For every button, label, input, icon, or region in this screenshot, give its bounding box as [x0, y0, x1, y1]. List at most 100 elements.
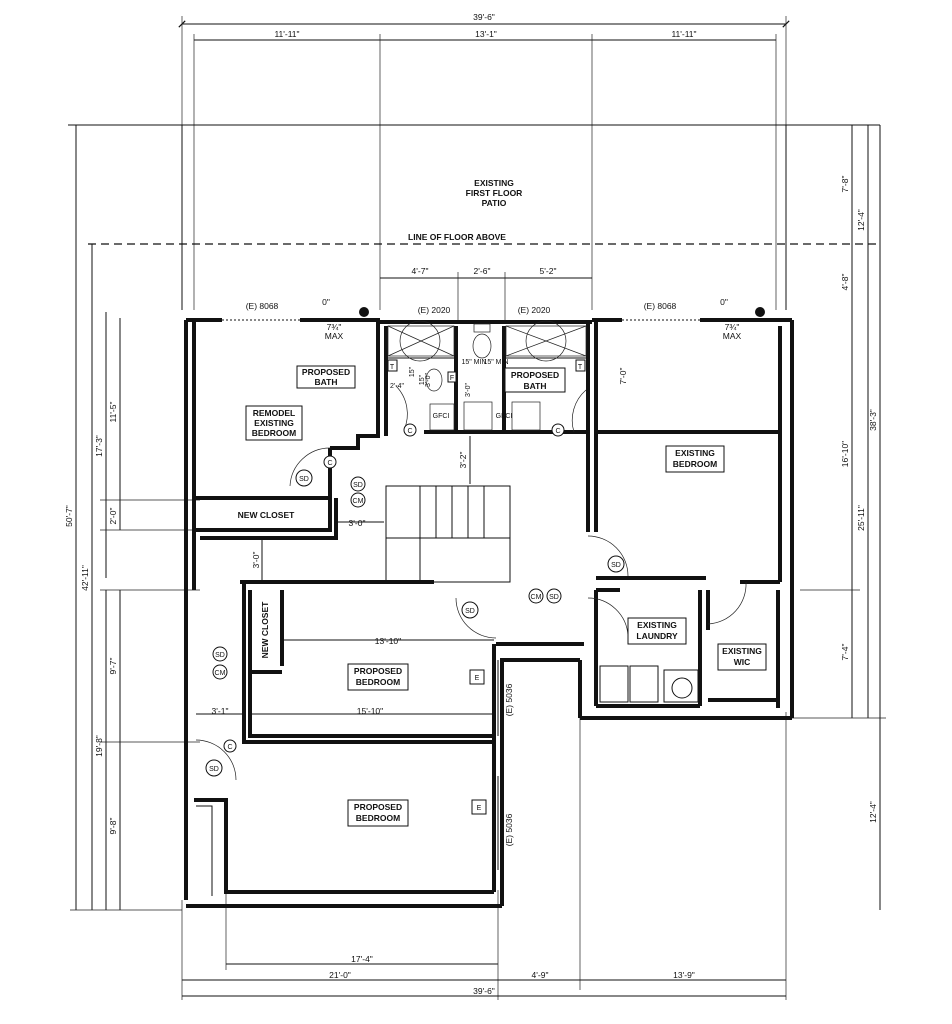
window-bed2-label: (E) 5036: [504, 813, 514, 846]
dim-right-overall: 38'-3": [868, 409, 878, 431]
dim-left-second: 42'-11": [80, 565, 90, 591]
c-symbol: C: [327, 460, 332, 467]
dim-bed2-full: 15'-10": [357, 706, 383, 716]
e-symbol: E: [477, 805, 482, 812]
dim-left-closet: 2'-0": [108, 508, 118, 525]
window-left-label: (E) 2020: [418, 305, 451, 315]
dim-left-bedroom: 11'-5": [108, 401, 118, 422]
sill-left: 0": [322, 297, 330, 307]
proposed-bath-left-2: BATH: [315, 377, 338, 387]
dim-hall-vert: 3'-0": [251, 552, 261, 569]
door-right-label: (E) 8068: [644, 301, 677, 311]
symbols: [205, 359, 625, 815]
dim-right-outer-top: 12'-4": [856, 209, 866, 231]
dim-bath-mid: 2'-6": [474, 266, 491, 276]
max-left-a: 7¾": [327, 322, 342, 332]
min-b: 15" MIN: [483, 359, 508, 366]
door-swings: [195, 307, 765, 870]
dim-left-bed3: 9'-8": [108, 818, 118, 835]
remodel-bedroom-1: REMODEL: [253, 408, 296, 418]
sd-symbol: SD: [611, 562, 621, 569]
min-a: 15" MIN: [461, 359, 486, 366]
e-symbol: E: [475, 675, 480, 682]
dim-top-right: 11'-11": [671, 29, 696, 39]
clr-b: 15": [419, 374, 426, 385]
dimension-lines: [68, 16, 886, 1000]
dim-bath-vert-b: 3'-0": [465, 383, 472, 397]
existing-wic-1: EXISTING: [722, 646, 762, 656]
proposed-bath-right-1: PROPOSED: [511, 370, 559, 380]
sd-symbol: SD: [465, 608, 475, 615]
dim-bottom-left: 21'-0": [329, 970, 351, 980]
c-symbol: C: [227, 744, 232, 751]
dim-right-top: 7'-8": [840, 176, 850, 193]
dim-bath-vert-c: 3'-0": [425, 373, 432, 387]
dim-right-bottom: 12'-4": [868, 801, 878, 823]
window-bed1-label: (E) 5036: [504, 683, 514, 716]
window-right-label: (E) 2020: [518, 305, 551, 315]
dim-right-line: 4'-8": [840, 274, 850, 291]
dim-bed2-width: 13'-10": [375, 636, 401, 646]
dim-right-mid: 25'-11": [856, 505, 866, 531]
new-closet-vertical-label: NEW CLOSET: [260, 601, 270, 658]
dim-bottom-mid: 4'-9": [532, 970, 549, 980]
sd-symbol: SD: [299, 476, 309, 483]
dim-left-hall: 3'-1": [212, 706, 229, 716]
dim-bath-right: 5'-2": [540, 266, 557, 276]
t-symbol: T: [390, 364, 395, 371]
patio-label-1: EXISTING: [474, 178, 514, 188]
dim-bottom-overall: 39'-6": [473, 986, 495, 996]
existing-laundry-2: LAUNDRY: [636, 631, 678, 641]
dim-right-laundry: 7'-4": [840, 644, 850, 661]
patio-label-2: FIRST FLOOR: [466, 188, 523, 198]
t-symbol: T: [578, 364, 583, 371]
c-symbol: C: [407, 428, 412, 435]
proposed-bedroom-1-line-2: BEDROOM: [356, 677, 400, 687]
sd-symbol: SD: [549, 594, 559, 601]
existing-laundry-1: EXISTING: [637, 620, 677, 630]
dim-left-bed2: 9'-7": [108, 658, 118, 675]
proposed-bedroom-1-line-1: PROPOSED: [354, 666, 402, 676]
remodel-bedroom-3: BEDROOM: [252, 428, 296, 438]
dim-left-lower: 19'-8": [94, 735, 104, 757]
patio-label-3: PATIO: [482, 198, 507, 208]
dim-right-bedroom: 16'-10": [840, 441, 850, 467]
line-of-floor-above: LINE OF FLOOR ABOVE: [408, 232, 506, 242]
dim-hall: 3'-2": [458, 452, 468, 469]
f-symbol: F: [450, 375, 454, 382]
cm-symbol: CM: [215, 670, 226, 677]
proposed-bedroom-2-line-1: PROPOSED: [354, 802, 402, 812]
dim-top-mid: 13'-1": [475, 29, 497, 39]
dim-left-third: 17'-3": [94, 435, 104, 457]
dim-top-overall: 39'-6": [473, 12, 495, 22]
sd-symbol: SD: [215, 652, 225, 659]
existing-bedroom-2: BEDROOM: [673, 459, 717, 469]
dim-bottom-right: 13'-9": [673, 970, 695, 980]
remodel-bedroom-2: EXISTING: [254, 418, 294, 428]
clr-a: 15": [409, 366, 416, 377]
dim-bath-vert-d: 7'-0": [618, 368, 628, 385]
existing-bedroom-1: EXISTING: [675, 448, 715, 458]
door-left-label: (E) 8068: [246, 301, 279, 311]
max-right-a: 7¾": [725, 322, 740, 332]
proposed-bath-left-1: PROPOSED: [302, 367, 350, 377]
existing-wic-2: WIC: [734, 657, 751, 667]
dim-top-left: 11'-11": [274, 29, 299, 39]
dim-bottom-bed: 17'-4": [351, 954, 373, 964]
dim-left-overall: 50'-7": [64, 505, 74, 527]
new-closet-label: NEW CLOSET: [238, 510, 295, 520]
max-right-b: MAX: [723, 331, 742, 341]
cm-symbol: CM: [353, 498, 364, 505]
c-symbol: C: [555, 428, 560, 435]
cm-symbol: CM: [531, 594, 542, 601]
proposed-bath-right-2: BATH: [524, 381, 547, 391]
gfci-symbol: GFCI: [433, 413, 450, 420]
sd-symbol: SD: [209, 766, 219, 773]
proposed-bedroom-2-line-2: BEDROOM: [356, 813, 400, 823]
dim-closet-width: 3'-0": [349, 518, 366, 528]
gfci-symbol: GFCI: [496, 413, 513, 420]
walls: [184, 318, 794, 908]
sd-symbol: SD: [353, 482, 363, 489]
dim-bath-left: 4'-7": [412, 266, 429, 276]
